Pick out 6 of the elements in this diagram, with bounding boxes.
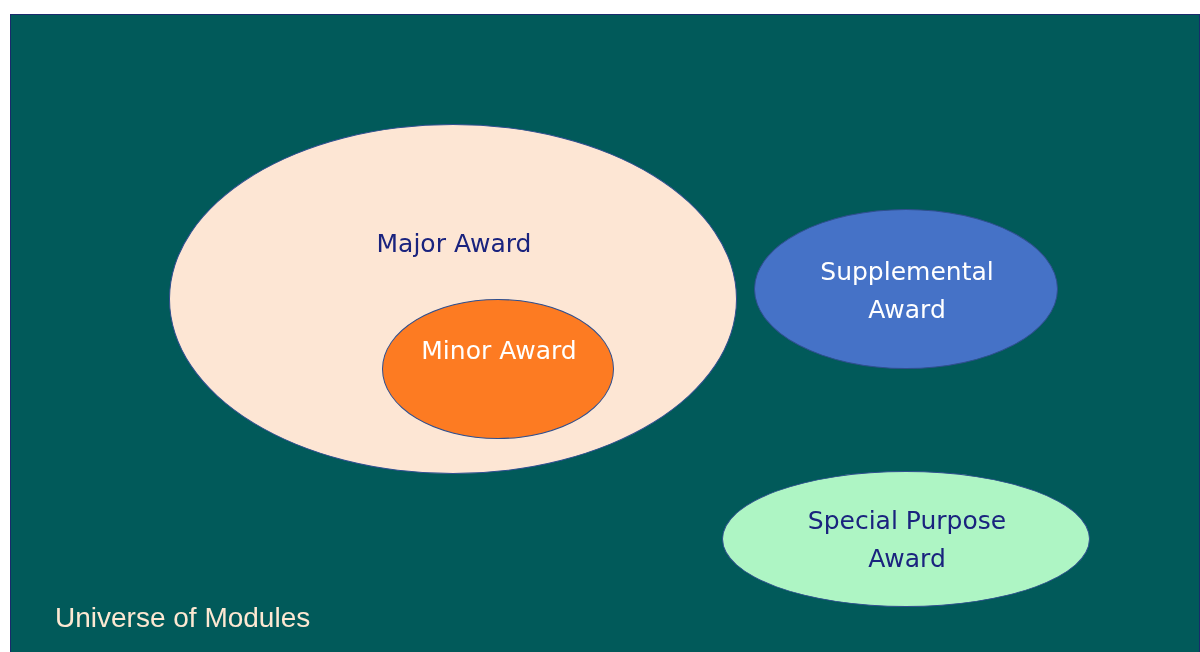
universe-label: Universe of Modules bbox=[55, 601, 312, 635]
set-label: Minor Award bbox=[420, 335, 578, 367]
set-label: Major Award bbox=[375, 228, 533, 260]
universe-rectangle bbox=[10, 14, 1200, 652]
set-label: Supplemental Award bbox=[819, 256, 995, 326]
set-label: Special Purpose Award bbox=[806, 505, 1008, 575]
